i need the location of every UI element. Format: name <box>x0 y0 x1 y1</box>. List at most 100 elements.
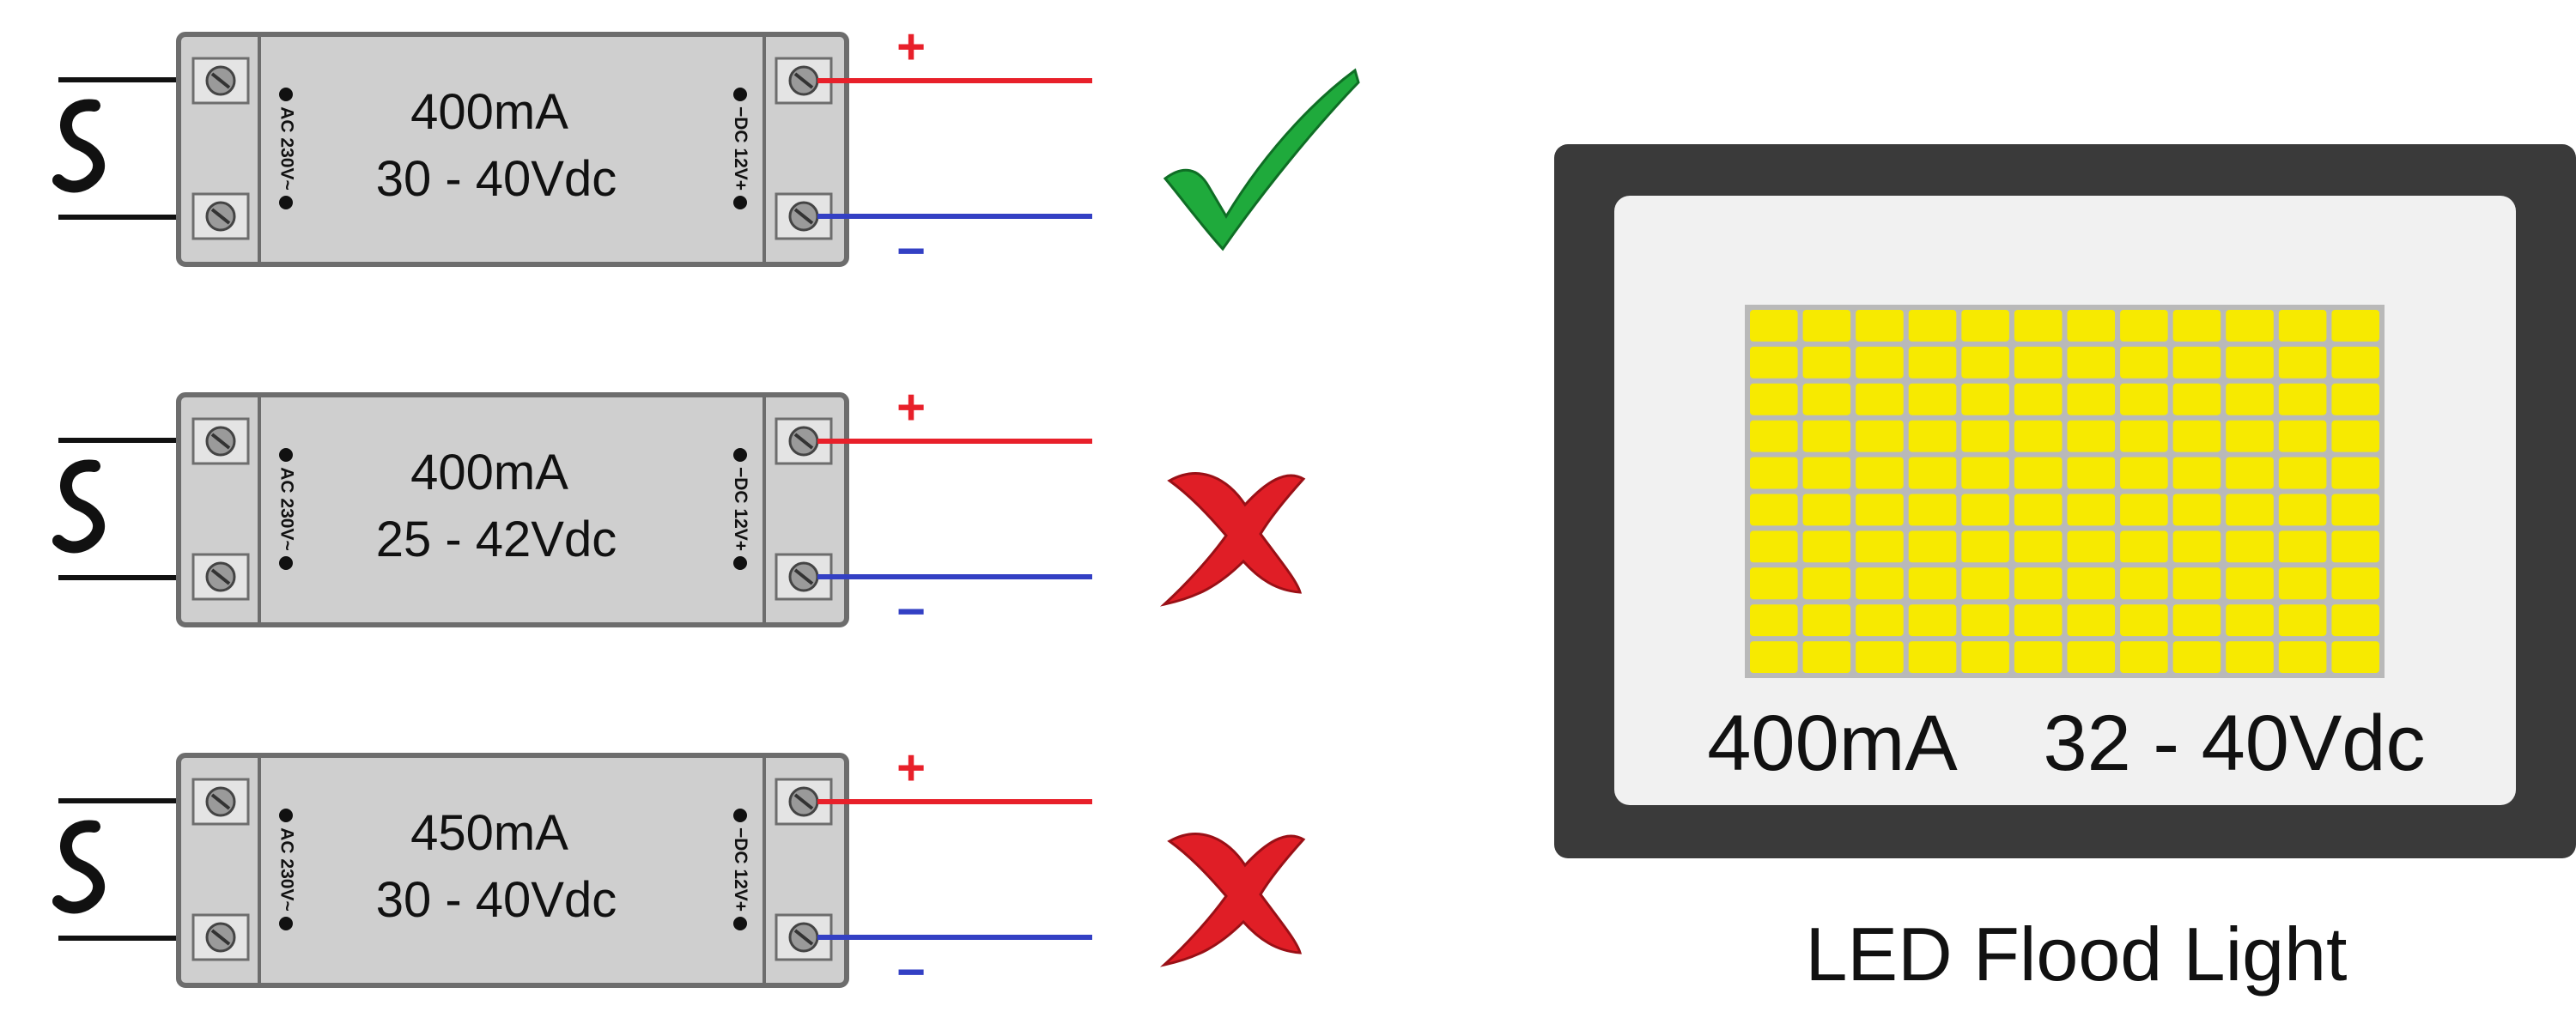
led-chip <box>2172 604 2221 637</box>
terminal-dc-bottom <box>775 192 833 240</box>
flood-light-title: LED Flood Light <box>1805 912 2347 997</box>
led-chip <box>1802 530 1851 563</box>
led-chip <box>1908 567 1957 600</box>
led-chip <box>2067 530 2116 563</box>
led-chip <box>2226 310 2274 342</box>
led-chip <box>1802 346 1851 379</box>
led-chip <box>1750 383 1798 415</box>
led-chip <box>2014 346 2063 379</box>
led-chip <box>2067 567 2116 600</box>
led-chip <box>2172 494 2221 526</box>
led-chip <box>2120 457 2168 489</box>
led-chip <box>2067 457 2116 489</box>
led-chip <box>2226 604 2274 637</box>
led-chip <box>2014 420 2063 452</box>
led-chip <box>2120 383 2168 415</box>
led-chip <box>1802 641 1851 673</box>
terminal-ac-top <box>191 778 250 826</box>
led-chip <box>2014 383 2063 415</box>
led-chip <box>2226 420 2274 452</box>
led-chip <box>1856 494 1904 526</box>
led-chip <box>1961 641 2009 673</box>
led-chip <box>2226 567 2274 600</box>
led-chip <box>1908 494 1957 526</box>
led-chip <box>2014 530 2063 563</box>
cross-icon <box>1159 833 1306 967</box>
led-chip <box>2278 346 2327 379</box>
led-chip <box>2067 420 2116 452</box>
led-chip <box>2278 567 2327 600</box>
driver-current: 400mA <box>410 445 568 500</box>
led-chip <box>1750 641 1798 673</box>
led-chip <box>1908 457 1957 489</box>
led-chip <box>2172 567 2221 600</box>
led-chip <box>2067 604 2116 637</box>
driver-current: 450mA <box>410 805 568 861</box>
positive-sign: + <box>896 379 926 435</box>
led-chip <box>1908 346 1957 379</box>
terminal-ac-bottom <box>191 553 250 601</box>
led-flood-light: 400mA 32 - 40Vdc <box>1554 144 2576 858</box>
led-chip <box>2120 530 2168 563</box>
led-chip <box>2226 494 2274 526</box>
led-chip <box>2120 420 2168 452</box>
ac-input-label: AC 230V~ <box>276 827 296 911</box>
led-chip <box>1961 567 2009 600</box>
ac-symbol-icon <box>52 99 106 193</box>
led-chip <box>1856 641 1904 673</box>
led-chip <box>2120 494 2168 526</box>
led-chip <box>1961 604 2009 637</box>
led-chip <box>2226 641 2274 673</box>
driver-voltage: 30 - 40Vdc <box>376 872 617 928</box>
led-chip <box>2278 383 2327 415</box>
led-chip <box>1856 420 1904 452</box>
driver-body <box>176 32 849 267</box>
led-chip <box>2014 494 2063 526</box>
led-chip <box>2331 346 2379 379</box>
flood-light-voltage: 32 - 40Vdc <box>2044 700 2426 787</box>
led-chip <box>1856 383 1904 415</box>
driver-body <box>176 753 849 988</box>
led-chip <box>1750 604 1798 637</box>
led-chip <box>2120 346 2168 379</box>
dc-output-label: −DC 12V+ <box>731 467 750 551</box>
led-chip <box>2172 420 2221 452</box>
led-chip <box>1750 567 1798 600</box>
dc-output-label: −DC 12V+ <box>731 827 750 912</box>
led-chip <box>1856 310 1904 342</box>
led-chip <box>1750 530 1798 563</box>
led-chip <box>2014 604 2063 637</box>
positive-sign: + <box>896 740 926 796</box>
led-chip <box>1750 310 1798 342</box>
dc-output-label: −DC 12V+ <box>731 106 750 191</box>
led-chip <box>1908 310 1957 342</box>
led-chip <box>1856 604 1904 637</box>
ac-symbol-icon <box>52 820 106 914</box>
led-chip <box>2172 383 2221 415</box>
flood-light-current: 400mA <box>1707 700 1958 787</box>
driver-body <box>176 392 849 627</box>
led-chip <box>1856 346 1904 379</box>
led-chip <box>2014 567 2063 600</box>
led-chip <box>2226 383 2274 415</box>
led-chip <box>2331 383 2379 415</box>
terminal-ac-bottom <box>191 192 250 240</box>
led-chip <box>1750 494 1798 526</box>
terminal-ac-bottom <box>191 913 250 961</box>
led-chip <box>2278 604 2327 637</box>
led-chip <box>2067 641 2116 673</box>
led-chip <box>2067 310 2116 342</box>
led-chip <box>1908 604 1957 637</box>
led-chip <box>2331 567 2379 600</box>
led-chip <box>2331 420 2379 452</box>
negative-sign: − <box>896 944 926 1000</box>
led-chip <box>2067 383 2116 415</box>
led-chip <box>2278 494 2327 526</box>
led-chip <box>1961 457 2009 489</box>
led-chip <box>1961 530 2009 563</box>
led-chip <box>2014 310 2063 342</box>
led-chip <box>1802 494 1851 526</box>
led-chip <box>1961 383 2009 415</box>
negative-sign: − <box>896 223 926 279</box>
led-chip <box>2226 530 2274 563</box>
